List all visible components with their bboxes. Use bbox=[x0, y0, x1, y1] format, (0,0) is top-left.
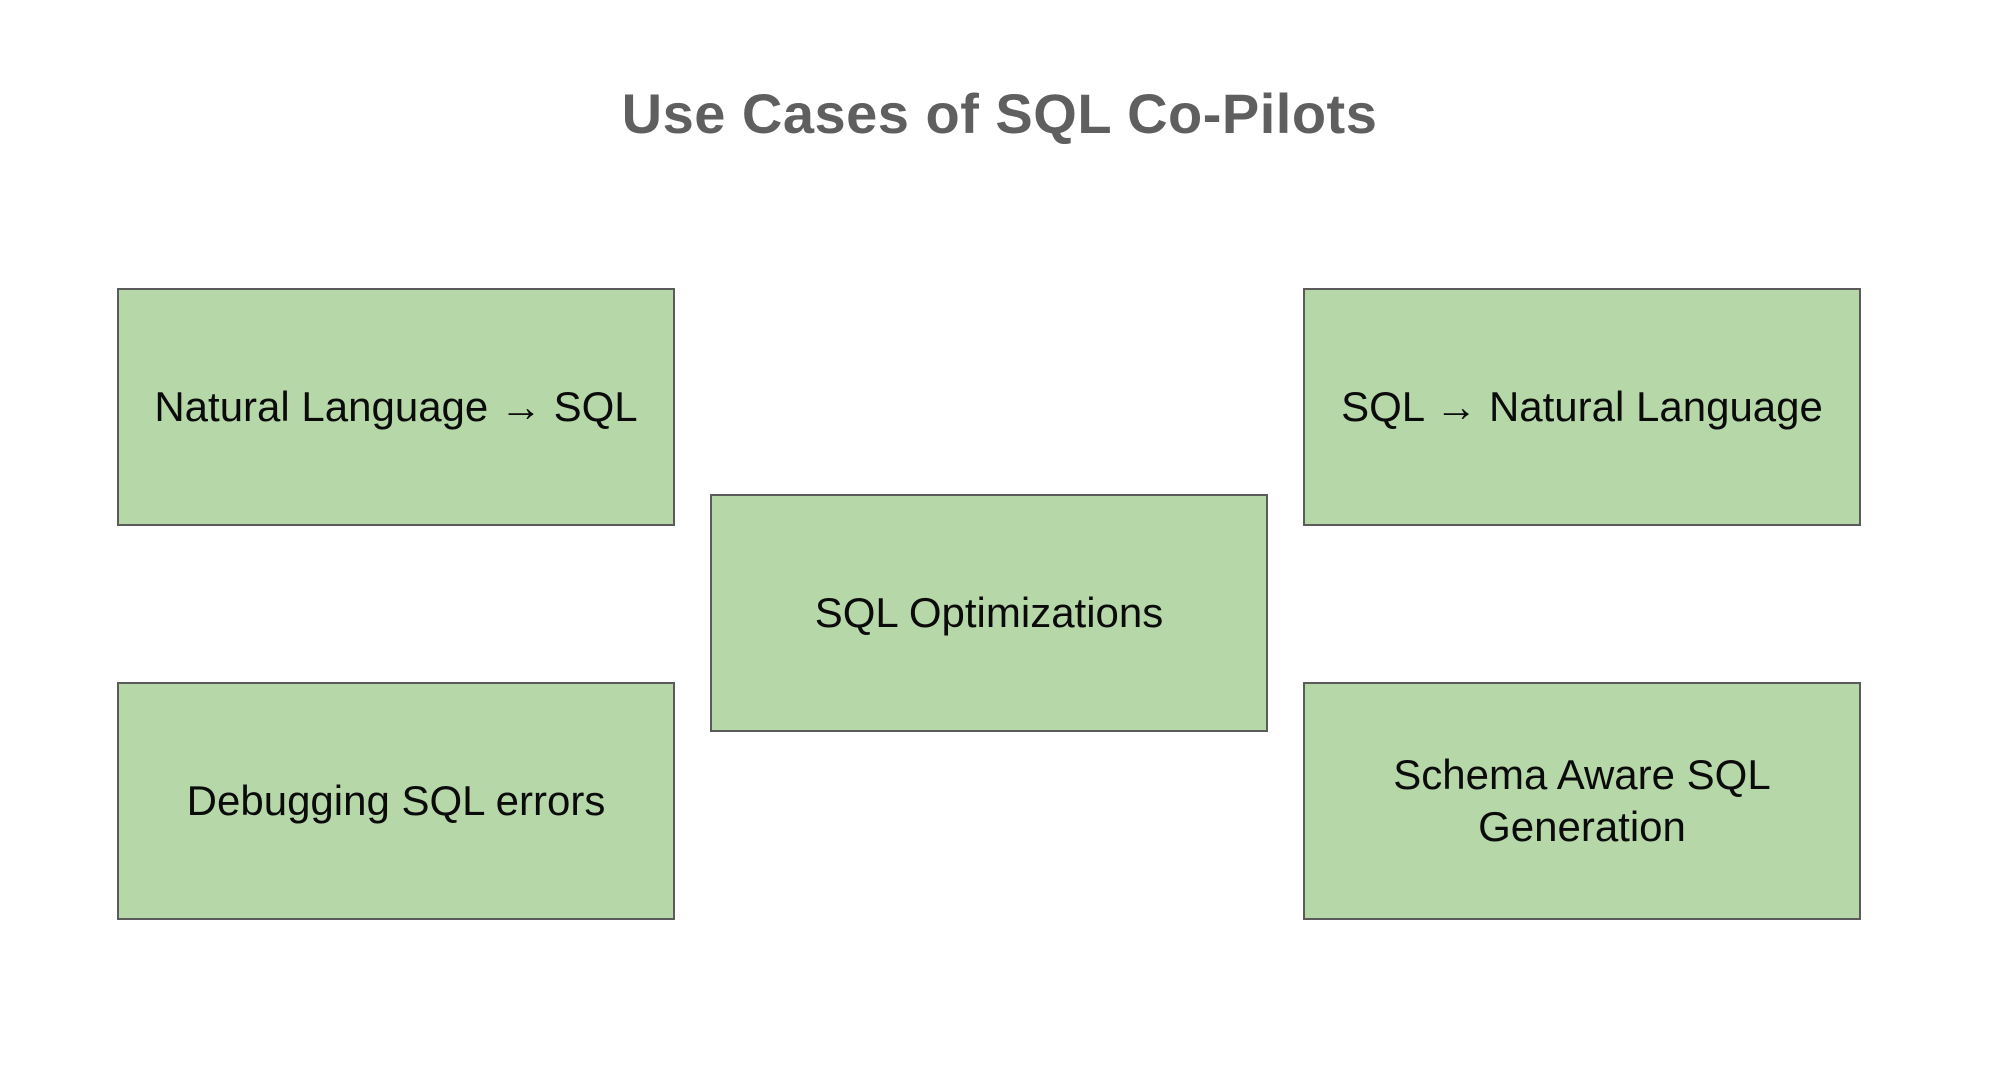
usecase-label: SQL → Natural Language bbox=[1341, 382, 1823, 430]
usecase-box-natural-language-to-sql: Natural Language → SQL bbox=[117, 288, 675, 526]
usecase-label: Debugging SQL errors bbox=[186, 776, 606, 824]
usecase-box-sql-to-natural-language: SQL → Natural Language bbox=[1303, 288, 1861, 526]
usecase-box-debugging-sql-errors: Debugging SQL errors bbox=[117, 682, 675, 920]
usecase-box-sql-optimizations: SQL Optimizations bbox=[710, 494, 1268, 732]
usecase-label: Natural Language → SQL bbox=[154, 382, 638, 430]
usecase-box-schema-aware-sql-generation: Schema Aware SQL Generation bbox=[1303, 682, 1861, 920]
usecase-label: Schema Aware SQL Generation bbox=[1393, 750, 1771, 851]
usecase-label: SQL Optimizations bbox=[814, 588, 1164, 636]
diagram-title: Use Cases of SQL Co-Pilots bbox=[621, 82, 1378, 145]
